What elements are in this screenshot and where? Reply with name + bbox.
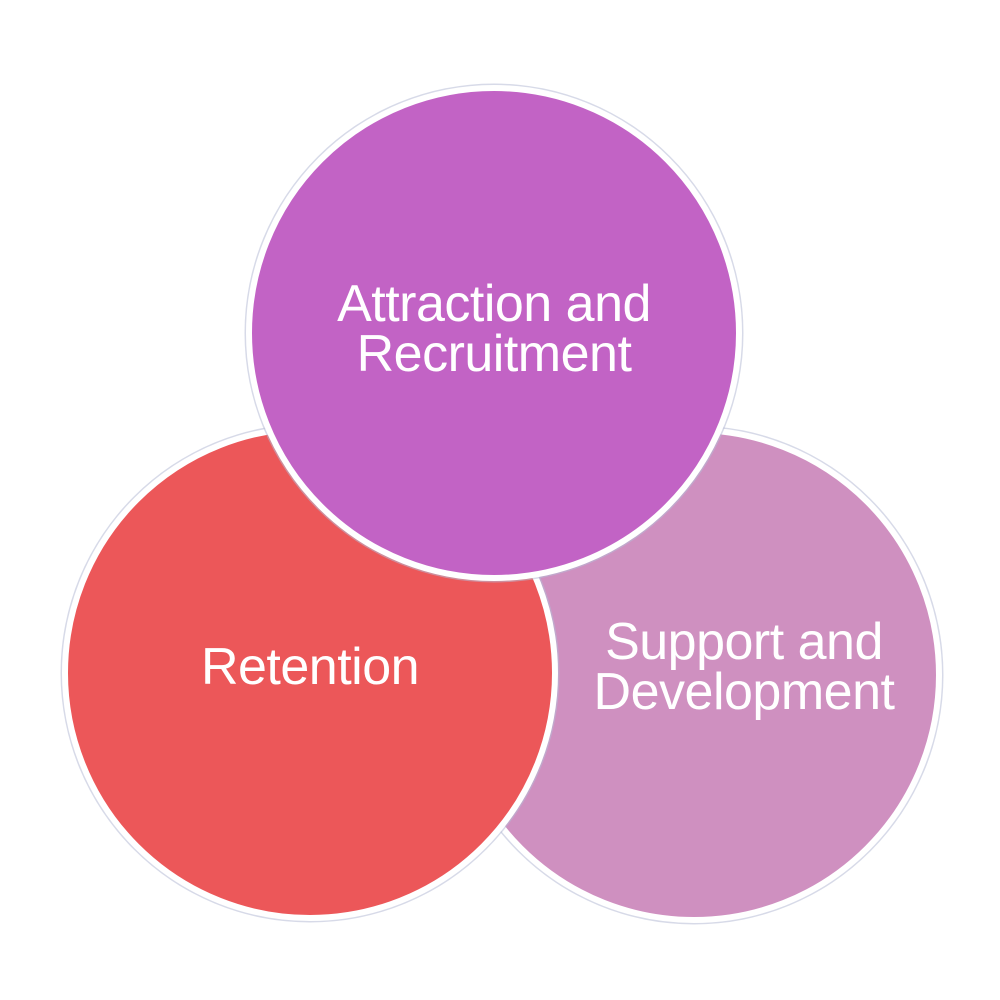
venn-circle-attraction-and-recruitment: Attraction and Recruitment — [246, 85, 742, 581]
venn-label-retention: Retention — [200, 638, 420, 696]
label-line: Retention — [200, 638, 420, 696]
label-line: Attraction and — [337, 275, 651, 333]
venn-label-attraction-and-recruitment: Attraction and Recruitment — [337, 275, 651, 383]
label-line: Recruitment — [356, 325, 632, 383]
label-line: Support and — [605, 613, 883, 671]
venn-label-support-and-development: Support and Development — [593, 613, 895, 721]
label-line: Development — [593, 663, 895, 721]
